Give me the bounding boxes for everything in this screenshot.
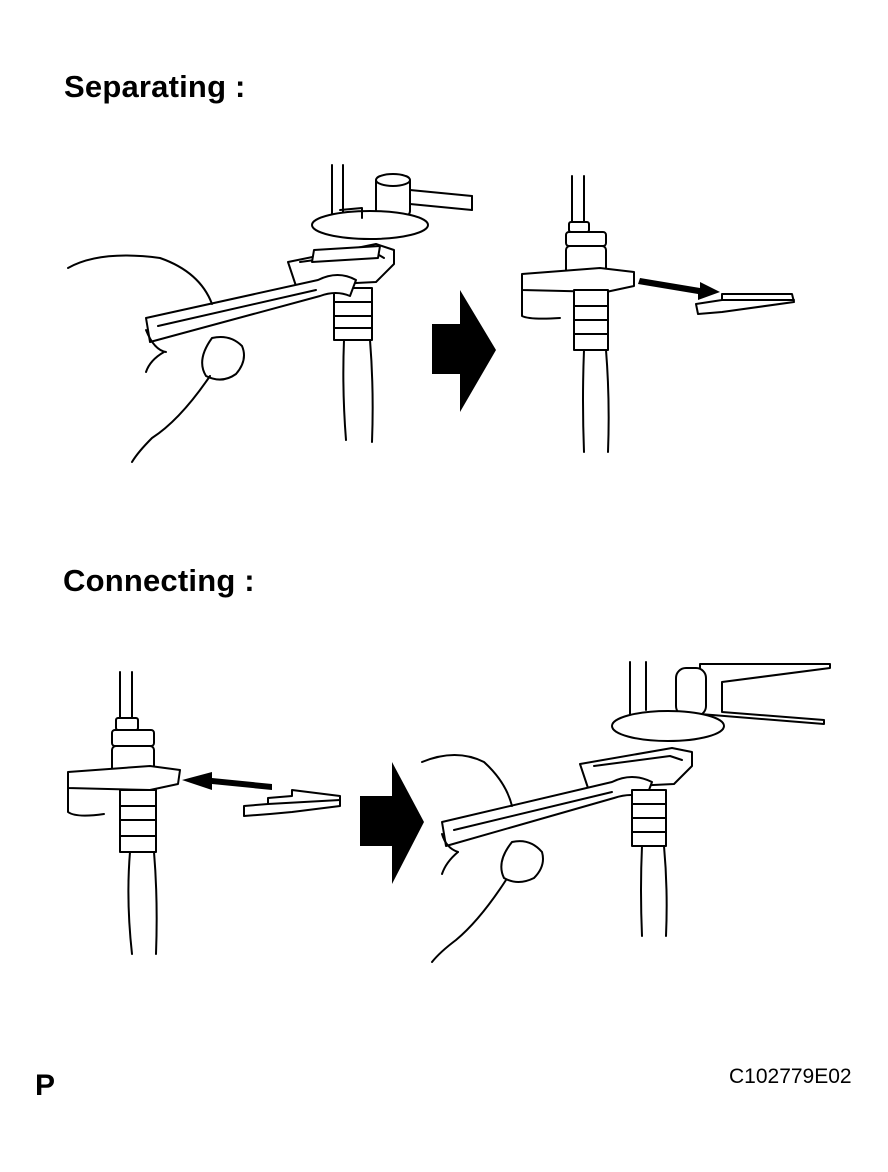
flare-nut-wrench: [312, 174, 472, 239]
figure-code: C102779E02: [729, 1065, 852, 1088]
brake-hose: [574, 290, 609, 452]
hose-bracket: [68, 766, 180, 816]
brake-tube: [332, 165, 343, 218]
direction-arrow-out: [638, 278, 720, 300]
connecting-heading: Connecting :: [63, 563, 255, 598]
brake-hose: [334, 288, 373, 442]
brake-tube: [116, 672, 138, 730]
brake-tube: [630, 662, 646, 714]
flare-nut-wrench: [612, 664, 830, 741]
flare-nut: [566, 232, 606, 274]
brake-hose: [632, 790, 667, 936]
hand: [68, 256, 244, 462]
connecting-insert-scene: [68, 672, 340, 954]
hose-clip: [244, 790, 340, 816]
direction-arrow-in: [182, 772, 272, 790]
big-arrow-icon: [360, 762, 424, 884]
separating-removed-scene: [522, 176, 794, 452]
connecting-wrench-scene: [422, 662, 830, 962]
hose-bracket: [522, 268, 634, 319]
hose-clip: [696, 294, 794, 314]
corner-letter: P: [35, 1069, 56, 1102]
brake-tube: [569, 176, 589, 232]
brake-hose: [120, 790, 157, 954]
separating-heading: Separating :: [64, 69, 246, 104]
hand: [422, 755, 543, 962]
big-arrow-icon: [432, 290, 496, 412]
open-end-wrench: [442, 777, 652, 846]
separating-wrench-scene: [68, 165, 472, 462]
open-end-wrench: [146, 275, 356, 342]
